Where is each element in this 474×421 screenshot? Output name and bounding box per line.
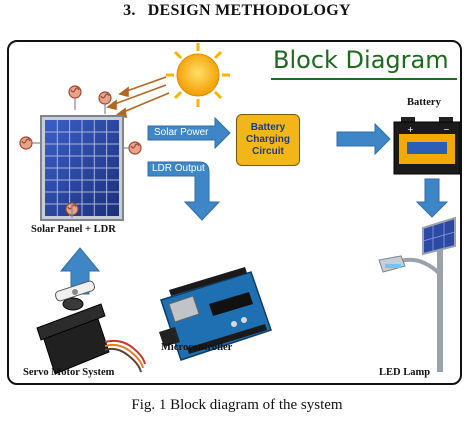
servo-motor-icon (36, 280, 146, 375)
sunlight-arrows (106, 76, 170, 119)
section-number: 3. (123, 2, 136, 19)
ldr-output-label: LDR Output (152, 163, 205, 174)
battery-label: Battery (407, 97, 441, 108)
servo-motor-label: Servo Motor System (23, 367, 115, 378)
led-street-lamp-icon (378, 216, 456, 372)
charging-circuit-label: Battery Charging Circuit (246, 122, 290, 157)
sun-icon (166, 43, 230, 107)
diagram-title: Block Diagram (273, 46, 449, 74)
battery-to-lamp-arrow (415, 178, 449, 218)
charging-circuit-block: Battery Charging Circuit (236, 114, 300, 166)
section-heading: 3. DESIGN METHODOLOGY (0, 2, 474, 20)
solar-power-label: Solar Power (154, 127, 209, 138)
solar-power-arrow (147, 116, 231, 150)
charging-to-battery-arrow (336, 122, 391, 156)
microcontroller-label: Microcontroller (161, 342, 233, 353)
diagram-artwork: + − (19, 43, 460, 375)
ldr-output-arrow (147, 161, 221, 221)
solar-panel-label: Solar Panel + LDR (31, 224, 116, 235)
svg-text:−: − (443, 125, 450, 134)
section-title: DESIGN METHODOLOGY (147, 2, 351, 19)
figure-caption: Fig. 1 Block diagram of the system (131, 397, 343, 413)
ldr-sensor-icons (19, 85, 142, 218)
led-lamp-label: LED Lamp (379, 367, 431, 378)
svg-text:+: + (407, 125, 414, 134)
arduino-board-icon (159, 267, 272, 361)
block-diagram-frame: + − (7, 40, 462, 385)
diagram-title-underline (271, 78, 457, 80)
solar-panel-icon (40, 115, 124, 221)
battery-icon: + − (393, 117, 460, 175)
